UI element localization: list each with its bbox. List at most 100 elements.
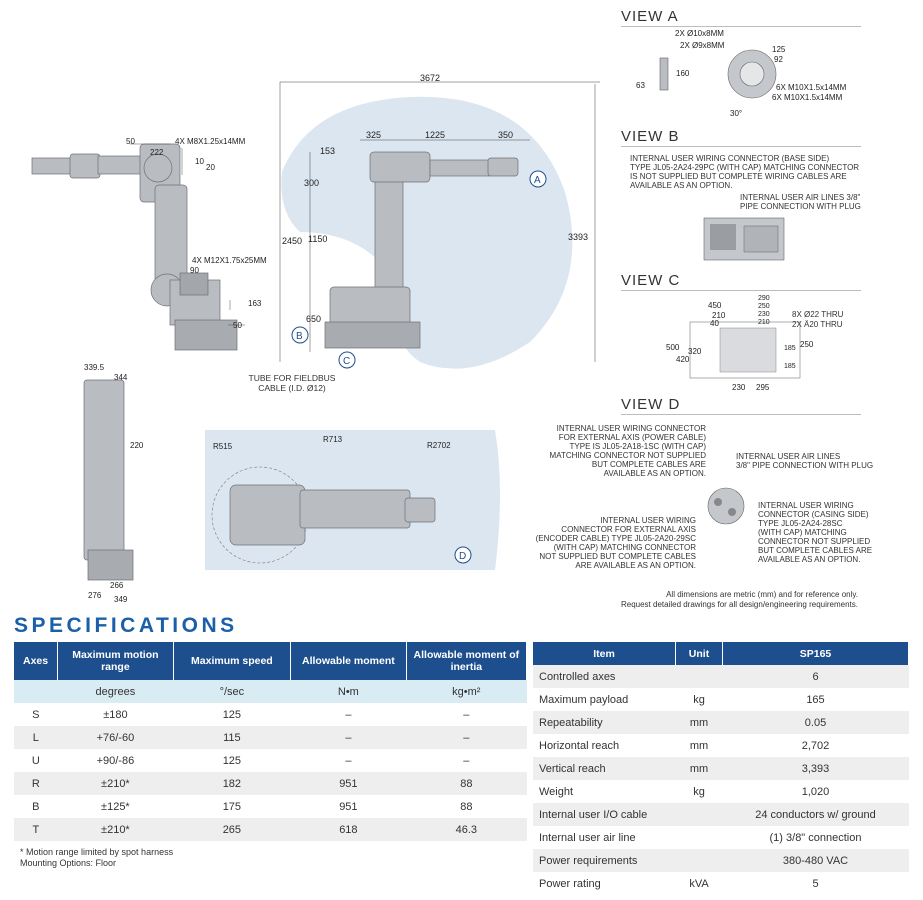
dim-label: 210 xyxy=(712,311,726,320)
view-c-thru1: 8X Ø22 THRU xyxy=(792,310,844,319)
view-a-drawing: 2X Ø10x8MM 2X Ø9x8MM 125 92 160 63 6X M1… xyxy=(636,29,847,118)
dim-label: 63 xyxy=(636,81,645,90)
table-row: Weight kg 1,020 xyxy=(533,780,909,803)
dim-label: 40 xyxy=(710,319,719,328)
cell: – xyxy=(290,726,407,749)
cell: +90/-86 xyxy=(57,749,174,772)
callout-c: C xyxy=(343,356,350,367)
col-header-axes: Axes xyxy=(14,642,59,680)
cell: U xyxy=(14,749,58,772)
col-header-motion-range: Maximum motion range xyxy=(57,642,174,680)
table-row: Power rating kVA 5 xyxy=(533,872,909,895)
view-b-title: VIEW B xyxy=(621,128,680,145)
dim-label: 344 xyxy=(114,373,128,382)
cell: R xyxy=(14,772,58,795)
col-header-speed: Maximum speed xyxy=(173,642,292,680)
cell xyxy=(675,665,723,688)
disclaimer: All dimensions are metric (mm) and for r… xyxy=(620,590,858,609)
dim-label: 2X Ø9x8MM xyxy=(680,41,725,50)
tube-note: TUBE FOR FIELDBUS CABLE (I.D. Ø12) xyxy=(248,373,336,393)
dim-label: 2450 xyxy=(282,236,302,246)
cell: 2,702 xyxy=(722,734,909,757)
cell: 88 xyxy=(406,795,527,818)
dim-label: 210 xyxy=(758,319,770,326)
cell: 125 xyxy=(173,703,291,726)
axes-table: Axes Maximum motion range Maximum speed … xyxy=(14,642,528,841)
view-c-thru2: 2X Ä20 THRU xyxy=(792,320,843,329)
view-a-title: VIEW A xyxy=(621,8,679,25)
cell: Internal user air line xyxy=(533,826,676,849)
dim-label: 90 xyxy=(190,266,199,275)
table-row: Internal user I/O cable 24 conductors w/… xyxy=(533,803,909,826)
cell: (1) 3/8" connection xyxy=(722,826,909,849)
view-d-title: VIEW D xyxy=(621,396,681,413)
cell: 175 xyxy=(173,795,291,818)
cell: 1,020 xyxy=(722,780,909,803)
dim-label: 153 xyxy=(320,146,335,156)
table-row: U +90/-86 125 – – xyxy=(14,749,527,772)
cell: 951 xyxy=(290,772,407,795)
table-row: S ±180 125 – – xyxy=(14,703,527,726)
cell: 5 xyxy=(722,872,909,895)
view-d-note-air: INTERNAL USER AIR LINES 3/8" PIPE CONNEC… xyxy=(736,452,874,470)
table-row: Maximum payload kg 165 xyxy=(533,688,909,711)
cell: – xyxy=(406,703,527,726)
unit-cell: kg•m² xyxy=(406,680,527,703)
dim-label: 450 xyxy=(708,301,722,310)
unit-cell: °/sec xyxy=(173,680,291,703)
robot-side-view: 3672 325 1225 350 153 300 2450 1150 3393… xyxy=(279,73,600,369)
cell: 24 conductors w/ ground xyxy=(722,803,909,826)
dim-label: 266 xyxy=(110,581,124,590)
cell: +76/-60 xyxy=(57,726,174,749)
callout-d: D xyxy=(459,551,466,562)
view-a-rule xyxy=(621,26,861,27)
cell: – xyxy=(290,749,407,772)
dim-label: 349 xyxy=(114,595,128,604)
view-d-drawing xyxy=(707,487,745,525)
col-header-inertia: Allowable moment of inertia xyxy=(406,642,528,680)
dim-label: 230 xyxy=(758,311,770,318)
cell: Repeatability xyxy=(533,711,676,734)
cell: L xyxy=(14,726,58,749)
cell: S xyxy=(14,703,58,726)
view-c-rule xyxy=(621,290,861,291)
dim-label: 500 xyxy=(666,343,680,352)
cell: kVA xyxy=(675,872,723,895)
col-header-model: SP165 xyxy=(722,642,909,665)
dim-label: 185 xyxy=(784,363,796,370)
dim-label: R713 xyxy=(323,435,343,444)
cell: Controlled axes xyxy=(533,665,676,688)
col-header-unit: Unit xyxy=(675,642,723,665)
cell: – xyxy=(290,703,407,726)
cell: kg xyxy=(675,688,723,711)
dim-label: 3672 xyxy=(420,73,440,83)
cell: 0.05 xyxy=(722,711,909,734)
axes-footnote: * Motion range limited by spot harness xyxy=(20,847,174,857)
dim-label: 650 xyxy=(306,314,321,324)
cell: 618 xyxy=(290,818,407,841)
callout-a: A xyxy=(534,175,541,186)
cell: Maximum payload xyxy=(533,688,676,711)
cell: 165 xyxy=(722,688,909,711)
cell: Horizontal reach xyxy=(533,734,676,757)
table-row: Horizontal reach mm 2,702 xyxy=(533,734,909,757)
dim-label: 30° xyxy=(730,109,742,118)
mounting-options: Mounting Options: Floor xyxy=(20,858,117,868)
cell xyxy=(675,849,723,872)
cell: Weight xyxy=(533,780,676,803)
cell: Internal user I/O cable xyxy=(533,803,676,826)
robot-top-view: D R515 R713 R2702 xyxy=(205,430,500,570)
cell: – xyxy=(406,726,527,749)
cell: – xyxy=(406,749,527,772)
dim-label: 10 xyxy=(195,157,204,166)
view-c-title: VIEW C xyxy=(621,272,681,289)
dim-label: 160 xyxy=(676,69,690,78)
dim-label: R515 xyxy=(213,442,233,451)
dim-label: 320 xyxy=(688,347,702,356)
view-b-air-note: INTERNAL USER AIR LINES 3/8" PIPE CONNEC… xyxy=(740,193,861,211)
dim-label: 325 xyxy=(366,130,381,140)
dim-label: 3393 xyxy=(568,232,588,242)
dim-label: 295 xyxy=(756,383,770,392)
dim-label: 220 xyxy=(130,441,144,450)
dim-label: 222 xyxy=(150,148,164,157)
